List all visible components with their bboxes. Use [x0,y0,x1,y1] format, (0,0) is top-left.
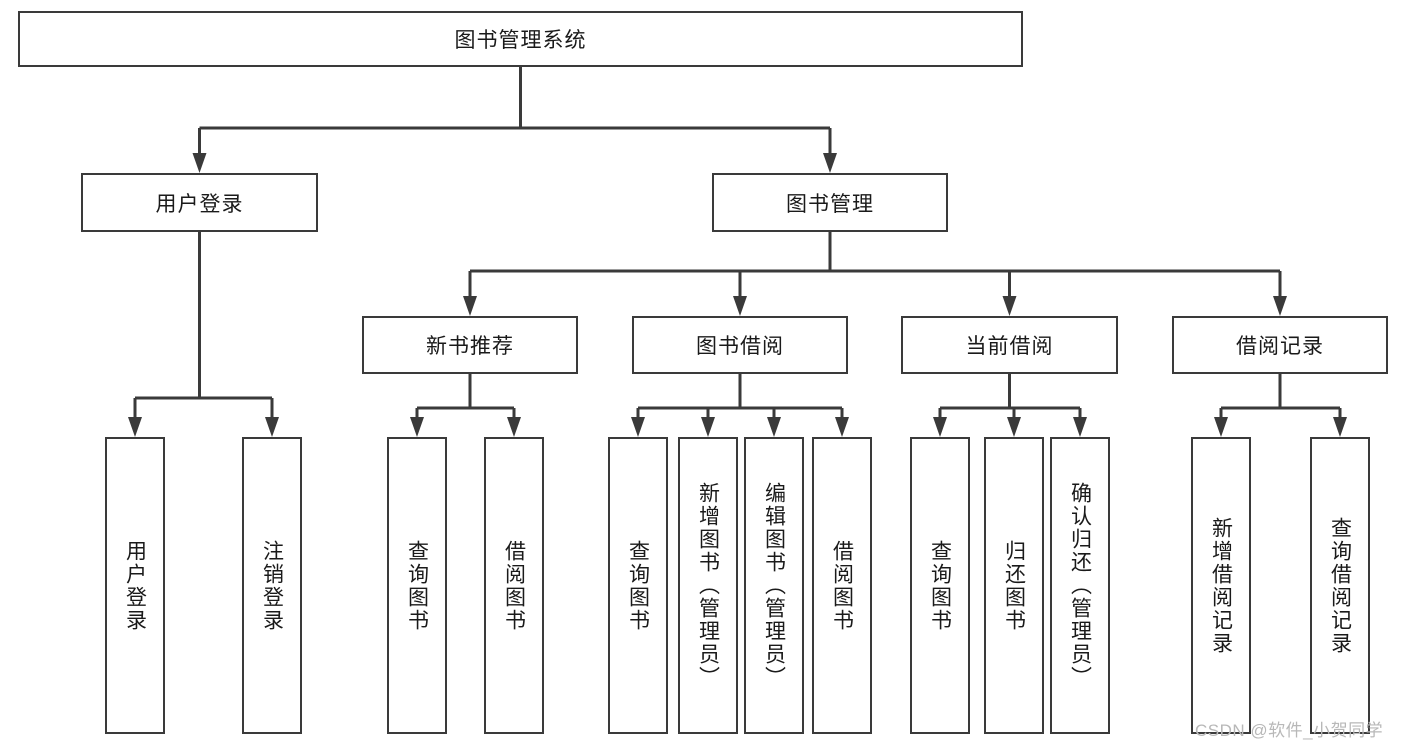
node-leaf-borrow-book-1[interactable]: 借阅图书 [484,437,544,734]
node-new-book-rec[interactable]: 新书推荐 [362,316,578,374]
node-leaf-return-book[interactable]: 归还图书 [984,437,1044,734]
node-label: 用户登录 [123,539,147,632]
arrowhead-book-manage [823,153,837,173]
node-label: 用户登录 [155,192,244,216]
arrowhead-leaf-query-book-1 [410,417,424,437]
arrowhead-leaf-return-book [1007,417,1021,437]
node-leaf-query-record[interactable]: 查询借阅记录 [1310,437,1370,734]
arrowhead-leaf-borrow-book-2 [835,417,849,437]
node-leaf-edit-book[interactable]: 编辑图书（管理员） [744,437,804,734]
arrowhead-leaf-query-record [1333,417,1347,437]
node-borrow-record[interactable]: 借阅记录 [1172,316,1388,374]
node-book-borrow[interactable]: 图书借阅 [632,316,848,374]
node-label: 图书借阅 [696,335,784,358]
node-label: 查询借阅记录 [1328,516,1352,655]
arrowhead-leaf-query-book-3 [933,417,947,437]
node-label: 查询图书 [626,539,650,632]
arrowhead-borrow-record [1273,296,1287,316]
node-label: 当前借阅 [965,335,1054,358]
node-root[interactable]: 图书管理系统 [18,11,1023,67]
node-label: 新增图书（管理员） [696,482,720,689]
arrowhead-book-borrow [733,296,747,316]
node-label: 图书管理系统 [454,29,587,52]
node-leaf-query-book-2[interactable]: 查询图书 [608,437,668,734]
arrowhead-new-book-rec [463,296,477,316]
node-label: 注销登录 [260,539,284,632]
node-label: 查询图书 [928,539,952,632]
arrowhead-leaf-borrow-book-1 [507,417,521,437]
arrowhead-current-borrow [1002,296,1017,316]
node-label: 编辑图书（管理员） [762,482,786,689]
node-leaf-add-record[interactable]: 新增借阅记录 [1191,437,1251,734]
node-book-manage[interactable]: 图书管理 [712,173,948,232]
arrowhead-leaf-add-record [1214,417,1228,437]
node-label: 借阅记录 [1236,335,1324,358]
arrowhead-leaf-add-book [701,417,715,437]
arrowhead-leaf-query-book-2 [631,417,645,437]
node-leaf-add-book[interactable]: 新增图书（管理员） [678,437,738,734]
node-label: 借阅图书 [830,539,854,632]
node-leaf-borrow-book-2[interactable]: 借阅图书 [812,437,872,734]
node-current-borrow[interactable]: 当前借阅 [901,316,1118,374]
node-user-login[interactable]: 用户登录 [81,173,318,232]
arrowhead-leaf-user-logout [265,417,279,437]
node-leaf-confirm-return[interactable]: 确认归还（管理员） [1050,437,1110,734]
node-label: 借阅图书 [502,539,526,632]
node-leaf-user-logout[interactable]: 注销登录 [242,437,302,734]
node-leaf-query-book-3[interactable]: 查询图书 [910,437,970,734]
node-label: 归还图书 [1002,539,1026,632]
node-label: 查询图书 [405,539,429,632]
arrowhead-leaf-user-login [128,417,142,437]
arrowhead-leaf-edit-book [767,417,781,437]
node-label: 确认归还（管理员） [1068,482,1092,689]
node-label: 图书管理 [786,192,874,216]
node-leaf-user-login[interactable]: 用户登录 [105,437,165,734]
node-leaf-query-book-1[interactable]: 查询图书 [387,437,447,734]
node-label: 新书推荐 [426,335,514,358]
arrowhead-leaf-confirm-return [1073,417,1087,437]
arrowhead-user-login [192,153,207,173]
node-label: 新增借阅记录 [1209,516,1233,655]
